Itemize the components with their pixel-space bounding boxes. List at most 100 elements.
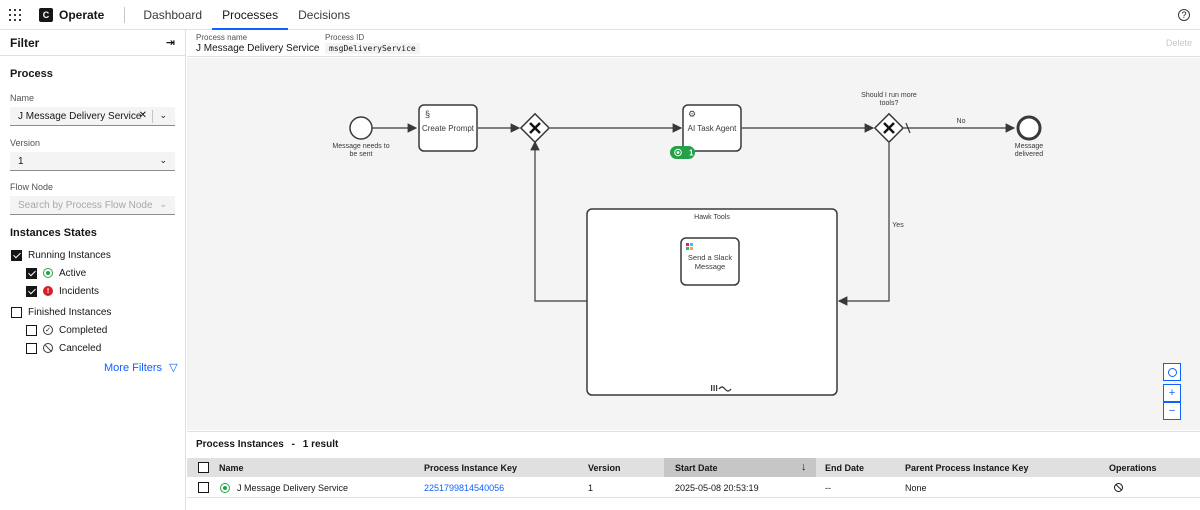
end-event-label-1: Message: [1015, 143, 1044, 150]
completed-check-icon: ✓: [43, 325, 53, 335]
hawk-tools-title: Hawk Tools: [694, 214, 730, 221]
column-instance-key[interactable]: Process Instance Key: [424, 463, 518, 473]
completed-checkbox-row[interactable]: ✓ Completed: [11, 321, 185, 339]
process-id-label: Process ID: [325, 33, 365, 42]
process-name-select[interactable]: J Message Delivery Service ✕ ⌄: [10, 107, 175, 126]
completed-checkbox[interactable]: [26, 324, 37, 336]
instance-key-link[interactable]: 2251799814540056: [424, 483, 505, 493]
process-section-title: Process: [10, 68, 53, 80]
tab-decisions[interactable]: Decisions: [298, 7, 351, 22]
row-end-date: --: [825, 483, 831, 493]
incident-warning-icon: !: [43, 286, 53, 296]
column-name[interactable]: Name: [219, 463, 244, 473]
finished-instances-checkbox-row[interactable]: Finished Instances: [11, 303, 185, 321]
flow-node-field-label: Flow Node: [10, 182, 54, 192]
finished-instances-checkbox[interactable]: [11, 306, 22, 318]
canceled-label: Canceled: [59, 342, 102, 354]
reset-zoom-button[interactable]: [1163, 363, 1181, 381]
more-filters-label: More Filters: [104, 362, 163, 374]
row-checkbox[interactable]: [198, 482, 209, 493]
slack-icon: [686, 243, 693, 250]
send-slack-message-task[interactable]: [680, 237, 740, 286]
version-field-label: Version: [10, 138, 41, 148]
filter-title: Filter: [10, 35, 40, 50]
zoom-in-button[interactable]: +: [1163, 384, 1181, 402]
chevron-down-icon[interactable]: ⌄: [159, 155, 167, 165]
agent-gear-icon: ⚙: [688, 109, 696, 119]
instances-count: 1 result: [302, 439, 339, 450]
hawk-tools-subprocess[interactable]: [586, 208, 838, 396]
instances-title-separator: -: [291, 439, 295, 450]
yes-flow-label: Yes: [892, 222, 904, 229]
row-version: 1: [588, 483, 594, 493]
column-version[interactable]: Version: [588, 463, 621, 473]
camunda-logo-icon[interactable]: C: [39, 7, 53, 22]
finished-instances-label: Finished Instances: [28, 306, 112, 318]
name-field-label: Name: [10, 93, 35, 103]
canceled-checkbox[interactable]: [26, 342, 37, 354]
chevron-down-icon[interactable]: ⌄: [159, 110, 167, 120]
canceled-checkbox-row[interactable]: Canceled: [11, 339, 185, 357]
end-event[interactable]: [1016, 115, 1042, 141]
chevron-down-icon[interactable]: ⌄: [159, 199, 167, 209]
clear-icon[interactable]: ✕: [138, 110, 147, 121]
column-operations: Operations: [1109, 463, 1157, 473]
target-icon: [1167, 367, 1177, 377]
instances-states-title: Instances States: [10, 227, 97, 239]
tab-dashboard[interactable]: Dashboard: [143, 7, 203, 22]
start-event-label-2: be sent: [350, 151, 373, 158]
more-filters-button[interactable]: More Filters ▽: [104, 361, 178, 374]
slack-label-1: Send a Slack: [688, 253, 732, 262]
bpmn-diagram-canvas[interactable]: § ⚙: [187, 58, 1200, 430]
process-header: Process name J Message Delivery Service …: [187, 30, 1200, 57]
delete-button[interactable]: Delete: [1165, 38, 1192, 48]
start-event-label-1: Message needs to: [332, 143, 389, 150]
active-state-icon: [43, 268, 53, 278]
incidents-checkbox-row[interactable]: ! Incidents: [11, 282, 185, 300]
exclusive-gateway-2[interactable]: [873, 112, 905, 144]
canceled-icon: [43, 343, 53, 353]
version-select[interactable]: 1 ⌄: [10, 152, 175, 171]
filter-header: Filter ⇥: [0, 30, 185, 56]
column-end-date[interactable]: End Date: [825, 463, 865, 473]
incidents-label: Incidents: [59, 285, 100, 297]
active-state-icon: [220, 483, 230, 493]
ai-task-agent-task[interactable]: [682, 104, 742, 152]
create-prompt-task[interactable]: [418, 104, 478, 152]
flow-node-select[interactable]: Search by Process Flow Node ⌄: [10, 196, 175, 215]
app-name[interactable]: Operate: [59, 7, 105, 22]
script-task-icon: §: [425, 109, 430, 119]
column-parent-key[interactable]: Parent Process Instance Key: [905, 463, 1029, 473]
running-instances-label: Running Instances: [28, 249, 111, 261]
running-instances-checkbox-row[interactable]: Running Instances: [11, 246, 185, 264]
row-name: J Message Delivery Service: [237, 483, 349, 493]
plus-icon: +: [1168, 387, 1176, 399]
active-checkbox-row[interactable]: Active: [11, 264, 185, 282]
header-divider: [124, 6, 126, 23]
sort-arrow-down-icon[interactable]: ↓: [801, 461, 807, 473]
running-instances-checkbox[interactable]: [11, 249, 22, 261]
select-all-checkbox[interactable]: [198, 462, 209, 473]
start-event[interactable]: [349, 116, 373, 140]
table-row[interactable]: J Message Delivery Service 2251799814540…: [187, 478, 1200, 498]
exclusive-gateway-1[interactable]: [519, 112, 551, 144]
bpmn-diagram-svg: § ⚙: [332, 92, 1044, 396]
collapse-panel-icon[interactable]: ⇥: [165, 37, 175, 49]
version-value: 1: [18, 155, 24, 167]
column-start-date[interactable]: Start Date: [675, 463, 718, 473]
process-instances-title: Process Instances - 1 result: [196, 439, 338, 450]
active-token-count: 1: [689, 149, 694, 158]
incidents-checkbox[interactable]: [26, 285, 37, 297]
select-divider: [152, 110, 153, 123]
flow-node-placeholder: Search by Process Flow Node: [18, 199, 153, 211]
tab-processes[interactable]: Processes: [212, 0, 289, 30]
cancel-instance-icon[interactable]: [1114, 483, 1123, 494]
app-switcher-icon[interactable]: [0, 0, 30, 30]
zoom-out-button[interactable]: −: [1163, 402, 1181, 420]
help-icon[interactable]: ?: [1178, 9, 1190, 21]
flow-yes-to-tools: [837, 143, 890, 306]
filter-funnel-icon: ▽: [169, 362, 178, 374]
sorted-column-bg: [664, 458, 816, 477]
slack-label-2: Message: [695, 262, 725, 271]
active-checkbox[interactable]: [26, 267, 37, 279]
